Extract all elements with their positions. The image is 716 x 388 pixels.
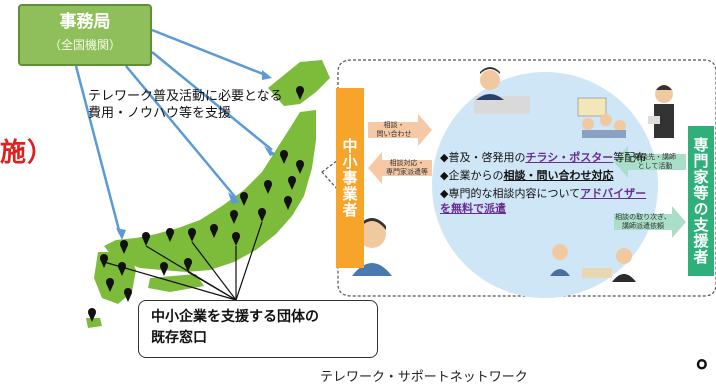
existing-window-line2: 既存窓口 bbox=[151, 330, 207, 346]
activity-prefix: ◆専門的な相談内容について bbox=[440, 187, 581, 200]
existing-window-line1: 中小企業を支援する団体の bbox=[151, 309, 319, 325]
consultant-icon bbox=[474, 67, 530, 114]
center-circle bbox=[432, 72, 658, 298]
map-pin-icon bbox=[296, 160, 304, 174]
activity-suffix: 等配布 bbox=[613, 151, 647, 164]
sme-exchange-arrows bbox=[368, 114, 432, 184]
consultation-pair-icon bbox=[550, 244, 636, 282]
map-pin-icon bbox=[184, 258, 192, 272]
map-pin-icon bbox=[280, 150, 288, 164]
support-note-line2: 費用・ノウハウ等を支援 bbox=[88, 106, 232, 121]
activity-underline: 相談・問い合わせ対応 bbox=[503, 169, 614, 182]
existing-window-box: 中小企業を支援する団体の 既存窓口 bbox=[138, 300, 378, 358]
network-caption: テレワーク・サポートネットワーク bbox=[320, 370, 528, 385]
headquarters-subtitle: （全国機関） bbox=[48, 38, 121, 52]
meeting-group-icon bbox=[577, 97, 626, 138]
expert-speaker-icon bbox=[648, 85, 674, 138]
arrow-label-line: 相談先・講師 bbox=[634, 153, 676, 161]
map-pin-icon bbox=[124, 288, 132, 302]
clipped-red-text: 施） bbox=[0, 138, 55, 168]
arrow-label-center-to-expert: 相談の取り次ぎ、 講師派遣依頼 bbox=[614, 213, 672, 231]
activity-prefix: ◆企業からの bbox=[440, 169, 504, 182]
existing-window-lines bbox=[103, 221, 263, 301]
map-pin-icon bbox=[106, 278, 114, 292]
activity-item: ◆専門的な相談内容についてアドバイザーを無料で派遣 bbox=[440, 186, 650, 216]
headquarters-box: 事務局 （全国機関） bbox=[18, 4, 152, 66]
arrow-center-to-expert bbox=[614, 206, 686, 238]
map-pin-icon bbox=[166, 228, 174, 242]
map-pin-icon bbox=[264, 180, 272, 194]
map-pin-icon bbox=[232, 232, 240, 246]
support-note-line1: テレワーク普及活動に必要となる bbox=[88, 89, 283, 104]
map-pin-icon bbox=[288, 176, 296, 190]
map-pin-icon bbox=[258, 208, 266, 222]
activity-item: ◆企業からの相談・問い合わせ対応 bbox=[440, 168, 650, 183]
arrow-label-line: 専門家派遣等 bbox=[386, 168, 428, 176]
activity-highlight: チラシ・ポスター bbox=[525, 151, 614, 164]
arrow-label-line: 相談・ bbox=[383, 121, 405, 129]
arrow-expert-to-center bbox=[614, 146, 686, 178]
center-activities: ◆普及・啓発用のチラシ・ポスター等配布 ◆企業からの相談・問い合わせ対応 ◆専門… bbox=[440, 150, 650, 219]
headquarters-title: 事務局 bbox=[59, 12, 111, 32]
expert-exchange-arrows bbox=[614, 146, 686, 238]
clipped-period: 。 bbox=[696, 332, 716, 376]
sme-label: 中小事業者 bbox=[336, 88, 364, 268]
office-pins bbox=[88, 86, 304, 322]
support-note: テレワーク普及活動に必要となる 費用・ノウハウ等を支援 bbox=[88, 88, 328, 122]
map-pin-icon bbox=[210, 224, 218, 238]
arrow-label-line: 問い合わせ bbox=[376, 130, 412, 138]
arrow-label-expert-to-center: 相談先・講師 として活動 bbox=[626, 153, 684, 171]
map-pin-icon bbox=[100, 254, 108, 268]
support-arrows bbox=[74, 28, 276, 240]
expert-label: 専門家等の支援者 bbox=[688, 126, 714, 276]
activity-underline: アドバイザーを無料で派遣 bbox=[440, 187, 647, 215]
arrow-center-to-sme bbox=[368, 152, 432, 184]
arrow-sme-to-center bbox=[368, 114, 432, 146]
map-hokkaido bbox=[268, 60, 330, 106]
activity-item: ◆普及・啓発用のチラシ・ポスター等配布 bbox=[440, 150, 650, 165]
map-pin-icon bbox=[160, 262, 168, 276]
map-pin-icon bbox=[142, 232, 150, 246]
arrow-label-sme-to-center: 相談・ 問い合わせ bbox=[372, 121, 416, 139]
arrow-label-line: として活動 bbox=[637, 162, 673, 170]
map-okinawa bbox=[86, 318, 102, 328]
map-pin-icon bbox=[240, 192, 248, 206]
map-pin-icon bbox=[296, 86, 304, 100]
arrow-label-line: 相談の取り次ぎ、 bbox=[615, 213, 671, 221]
arrow-label-center-to-sme: 相談対応・ 専門家派遣等 bbox=[382, 159, 432, 177]
activity-prefix: ◆普及・啓発用の bbox=[440, 151, 526, 164]
map-pin-icon bbox=[88, 308, 96, 322]
arrow-label-line: 講師派遣依頼 bbox=[622, 222, 664, 230]
map-pin-icon bbox=[188, 228, 196, 242]
map-pin-icon bbox=[120, 240, 128, 254]
arrow-label-line: 相談対応・ bbox=[389, 159, 425, 167]
map-pin-icon bbox=[284, 196, 292, 210]
map-honshu bbox=[104, 110, 316, 272]
map-pin-icon bbox=[230, 210, 238, 224]
